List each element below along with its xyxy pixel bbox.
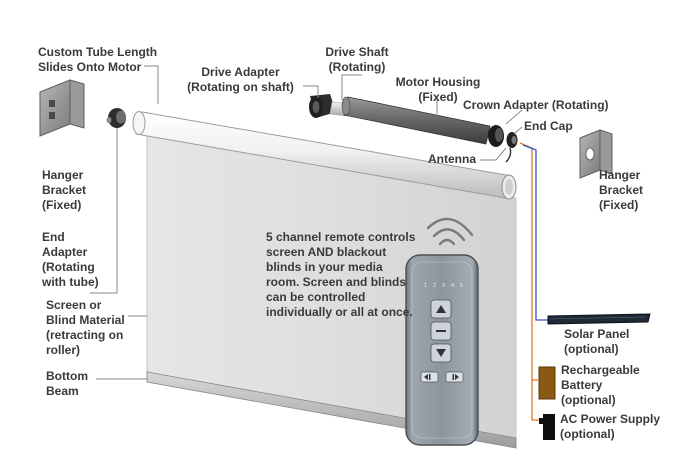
crown-adapter: [488, 125, 504, 147]
power-wires: [519, 142, 548, 421]
label-crown-adapter: Crown Adapter (Rotating): [463, 98, 609, 112]
ac-power-supply: [539, 414, 555, 440]
signal-waves: [426, 217, 474, 246]
label-solar-panel: Solar Panel (optional): [564, 327, 630, 356]
rechargeable-battery: [538, 366, 556, 400]
motor-housing: [341, 96, 491, 145]
hanger-bracket-left: [39, 79, 85, 137]
remote-next-channel-button[interactable]: [445, 371, 464, 383]
end-cap: [506, 132, 518, 148]
label-end-adapter: End Adapter (Rotating with tube): [42, 230, 99, 289]
label-custom-tube: Custom Tube Length Slides Onto Motor: [38, 45, 158, 74]
leader-lines: [90, 65, 523, 380]
label-drive-adapter: Drive Adapter (Rotating on shaft): [187, 65, 294, 94]
label-hanger-bracket-right: Hanger Bracket (Fixed): [599, 168, 644, 212]
label-hanger-bracket-left: Hanger Bracket (Fixed): [42, 168, 87, 212]
label-screen-material: Screen or Blind Material (retracting on …: [46, 298, 125, 357]
label-motor-housing: Motor Housing (Fixed): [395, 75, 481, 104]
drive-adapter: [309, 94, 336, 118]
end-adapter: [106, 108, 126, 128]
label-rechargeable-battery: Rechargeable Battery (optional): [561, 363, 640, 407]
hanger-bracket-right: [579, 129, 613, 179]
label-drive-shaft: Drive Shaft (Rotating): [325, 45, 389, 74]
channel-indicator-1: 1: [424, 283, 427, 289]
label-end-cap: End Cap: [524, 119, 573, 133]
channel-indicator-3: 3: [442, 283, 445, 289]
remote-description: 5 channel remote controls screen AND bla…: [266, 230, 416, 319]
channel-indicator-5: 5: [460, 283, 463, 289]
channel-indicator-4: 4: [451, 283, 454, 289]
antenna: [505, 147, 512, 163]
label-bottom-beam: Bottom Beam: [46, 369, 88, 398]
channel-indicator-2: 2: [433, 283, 436, 289]
label-antenna: Antenna: [428, 152, 476, 166]
roller-tube: [132, 111, 517, 200]
solar-panel: [547, 313, 651, 325]
label-ac-power-supply: AC Power Supply (optional): [560, 412, 661, 441]
